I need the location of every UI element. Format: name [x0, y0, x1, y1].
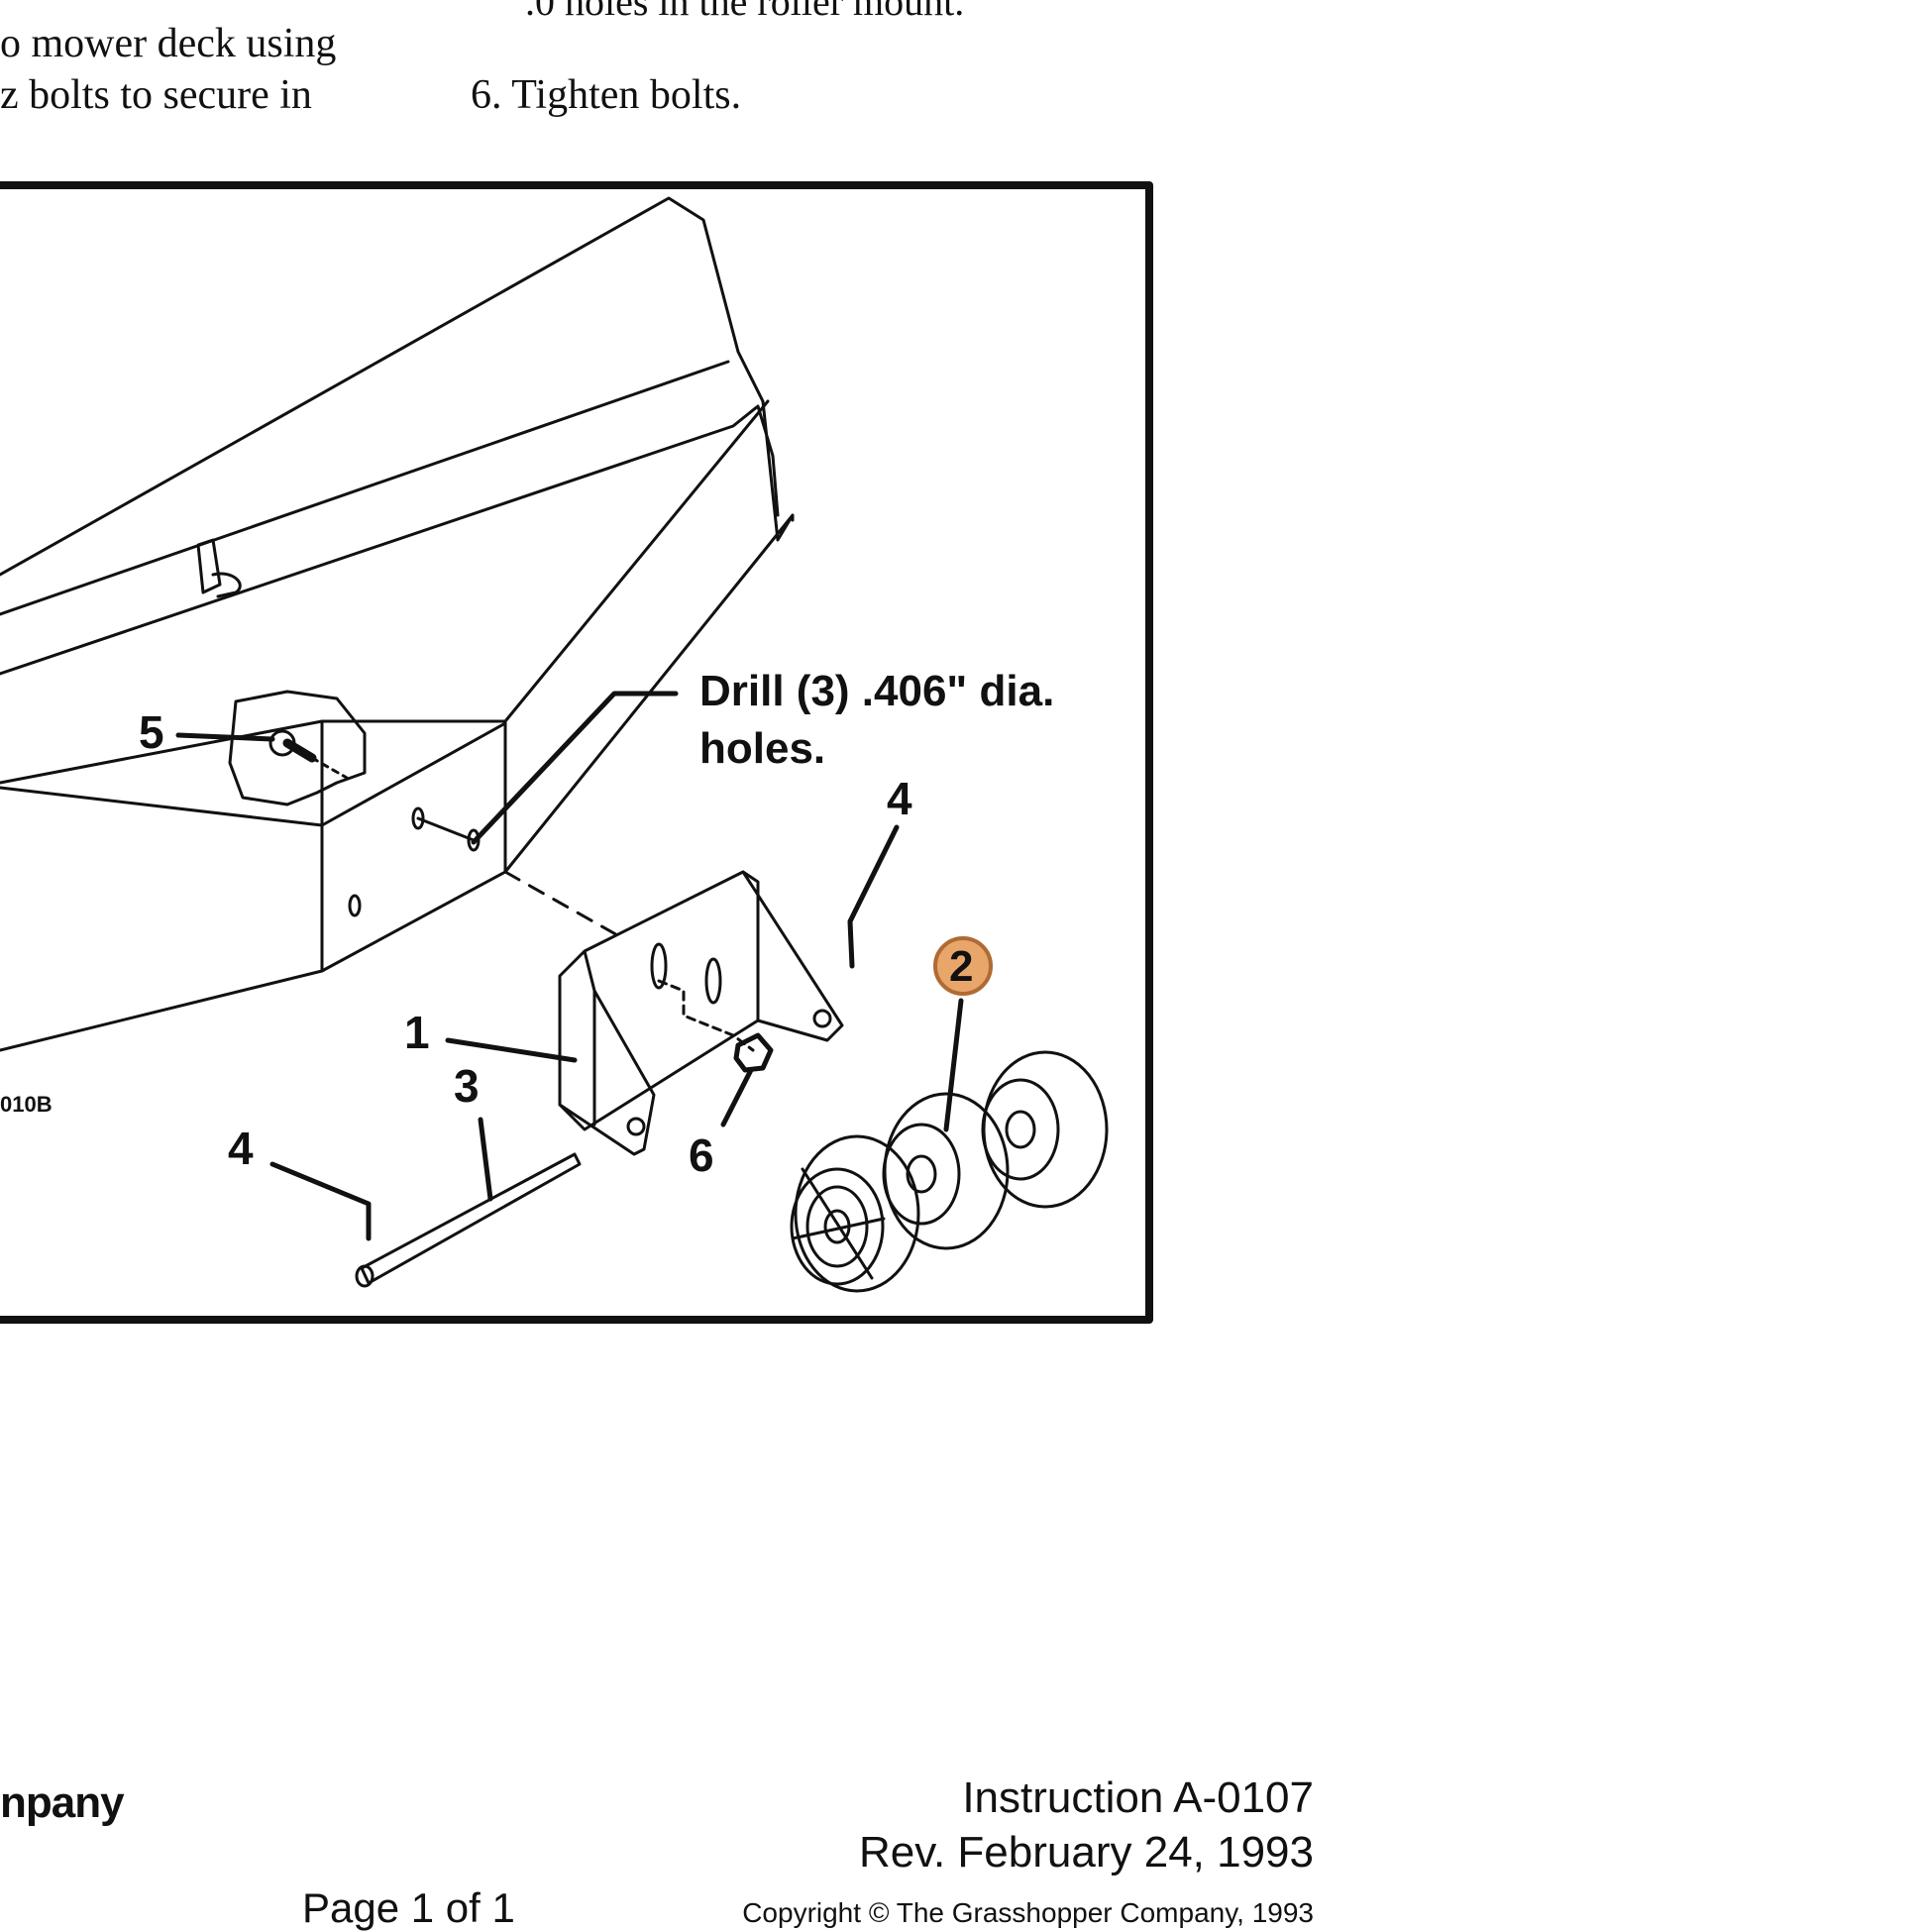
bracket-1: [558, 870, 844, 1156]
instruction-number: Instruction A-0107: [962, 1773, 1314, 1822]
callout-4-bottom: 4: [228, 1123, 254, 1174]
page-number: Page 1 of 1: [302, 1884, 515, 1931]
callout-2: 2: [949, 942, 973, 991]
callout-5: 5: [139, 706, 164, 758]
callout-4-top: 4: [887, 773, 912, 824]
company-name-fragment: npany: [0, 1778, 125, 1827]
text-top-fragment: .0 holes in the roller mount.: [525, 0, 965, 24]
copyright: Copyright © The Grasshopper Company, 199…: [742, 1897, 1314, 1928]
revision-date: Rev. February 24, 1993: [859, 1828, 1314, 1877]
cotter-pin-top: [847, 824, 900, 969]
callout-2-highlight: [933, 936, 993, 996]
pin-3: [360, 1152, 582, 1285]
deck-outline: [0, 196, 795, 1052]
nut-6: [733, 1032, 774, 1073]
left-column-line-1: o mower deck using: [0, 21, 337, 66]
callout-6: 6: [689, 1129, 714, 1181]
drill-note-line-1: Drill (3) .406" dia.: [699, 667, 1054, 715]
left-column-line-2: z bolts to secure in: [0, 72, 312, 118]
figure-frame: [0, 181, 1153, 1324]
callout-3: 3: [454, 1060, 480, 1112]
drill-note-line-2: holes.: [699, 724, 825, 773]
cotter-pin-bottom: [269, 1161, 372, 1241]
roller-assembly: [790, 1050, 1109, 1293]
step-6-text: 6. Tighten bolts.: [471, 72, 742, 118]
bolt-5-cutaway: [228, 690, 367, 806]
callout-1: 1: [404, 1007, 430, 1058]
figure-id: 010B: [0, 1092, 53, 1117]
